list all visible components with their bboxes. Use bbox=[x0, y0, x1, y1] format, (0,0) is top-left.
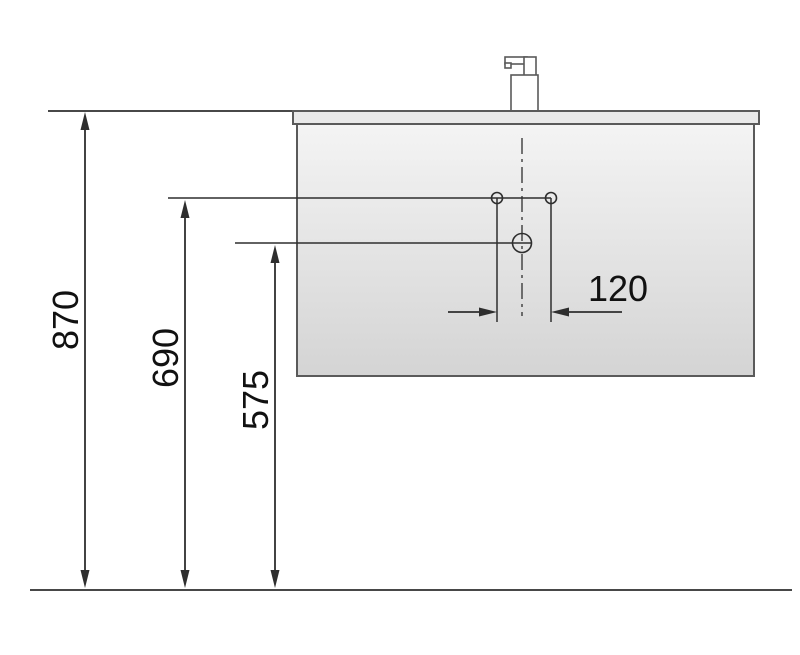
arrow-690-top-icon bbox=[180, 200, 190, 218]
drain-hole bbox=[511, 232, 533, 254]
arrow-870-bottom-icon bbox=[80, 570, 90, 588]
faucet-spout-tip bbox=[504, 62, 512, 69]
faucet-body bbox=[510, 74, 539, 113]
dimension-870: 870 bbox=[45, 112, 90, 588]
arrow-575-bottom-icon bbox=[270, 570, 280, 588]
dimension-label-690: 690 bbox=[145, 328, 186, 388]
mounting-hole-right bbox=[544, 191, 558, 205]
faucet-icon bbox=[504, 56, 539, 113]
dimension-120: 120 bbox=[448, 268, 648, 317]
dimension-label-575: 575 bbox=[235, 370, 276, 430]
arrow-120-right-icon bbox=[551, 307, 569, 317]
faucet-neck bbox=[523, 56, 537, 77]
mounting-hole-left bbox=[490, 191, 504, 205]
arrow-575-top-icon bbox=[270, 245, 280, 263]
arrow-690-bottom-icon bbox=[180, 570, 190, 588]
dimension-label-870: 870 bbox=[45, 290, 86, 350]
dimension-690: 690 bbox=[145, 200, 190, 588]
countertop-strip bbox=[292, 110, 760, 125]
cabinet-body bbox=[296, 123, 755, 377]
arrow-120-left-icon bbox=[479, 307, 497, 317]
arrow-870-top-icon bbox=[80, 112, 90, 130]
dimension-575: 575 bbox=[235, 245, 280, 588]
dimension-label-120: 120 bbox=[588, 268, 648, 309]
